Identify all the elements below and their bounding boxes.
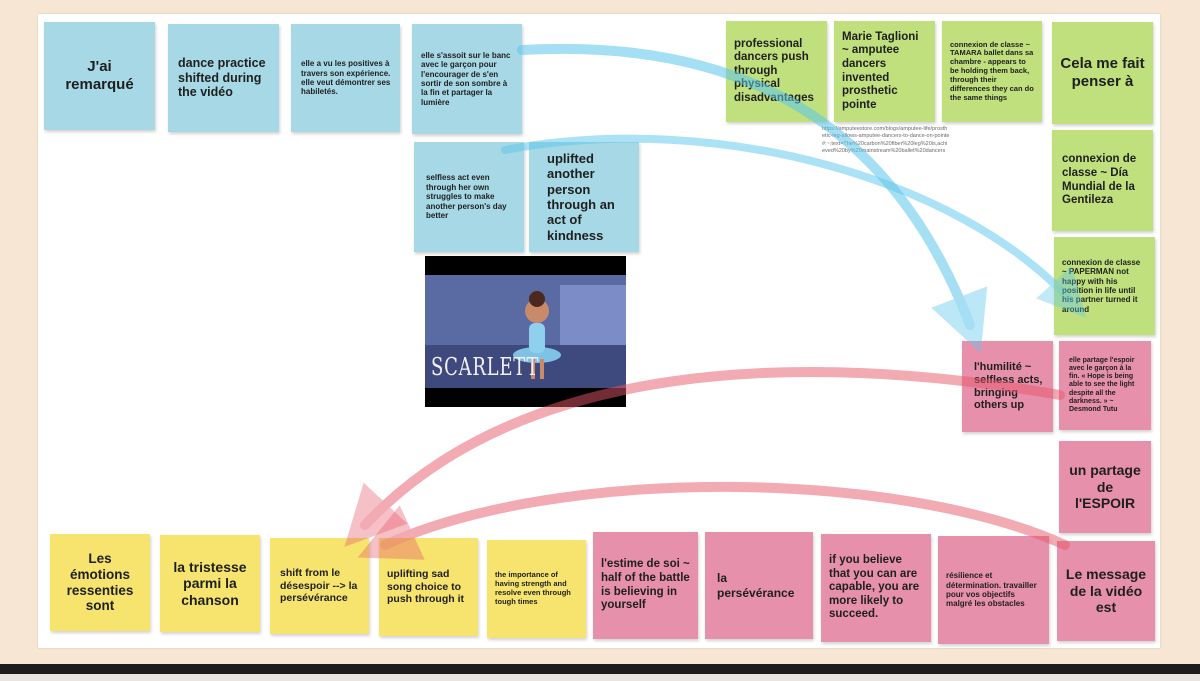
note-text: Le message de la vidéo est xyxy=(1065,566,1147,616)
note-connexion-dia[interactable]: connexion de classe ~ Día Mundial de la … xyxy=(1052,130,1153,231)
note-text: la persévérance xyxy=(717,571,805,599)
note-perseverance[interactable]: la persévérance xyxy=(705,532,813,639)
note-text: l'estime de soi ~ half of the battle is … xyxy=(601,558,690,612)
note-lhumilite[interactable]: l'humilité ~ selfless acts, bringing oth… xyxy=(962,341,1053,432)
note-text: uplifted another person through an act o… xyxy=(547,151,631,243)
note-un-partage[interactable]: un partage de l'ESPOIR xyxy=(1059,441,1151,533)
video-title: SCARLETT xyxy=(431,353,539,381)
note-text: shift from le désespoir --> la persévéra… xyxy=(280,567,361,604)
note-text: elle s'assoit sur le banc avec le garçon… xyxy=(421,51,514,108)
note-le-message[interactable]: Le message de la vidéo est xyxy=(1057,541,1155,641)
note-text: uplifting sad song choice to push throug… xyxy=(387,568,470,605)
note-text: elle a vu les positives à travers son ex… xyxy=(301,59,392,97)
note-text: elle partage l'espoir avec le garçon à l… xyxy=(1069,357,1143,415)
note-text: if you believe that you can are capable,… xyxy=(829,554,923,622)
bottom-strip xyxy=(0,674,1200,681)
note-text: Cela me fait penser à xyxy=(1060,55,1145,90)
note-les-emotions[interactable]: Les émotions ressenties sont xyxy=(50,534,150,631)
note-jai-remarque[interactable]: J'ai remarqué xyxy=(44,22,155,130)
note-importance[interactable]: the importance of having strength and re… xyxy=(487,540,586,638)
note-elle-partage[interactable]: elle partage l'espoir avec le garçon à l… xyxy=(1059,341,1151,430)
note-text: la tristesse parmi la chanson xyxy=(168,559,252,609)
note-la-tristesse[interactable]: la tristesse parmi la chanson xyxy=(160,535,260,632)
video-thumbnail[interactable]: SCARLETT xyxy=(425,256,626,407)
note-text: connexion de classe ~ Día Mundial de la … xyxy=(1062,153,1145,207)
note-text: professional dancers push through physic… xyxy=(734,38,819,106)
note-dance-practice[interactable]: dance practice shifted during the vidéo xyxy=(168,24,279,132)
note-text: dance practice shifted during the vidéo xyxy=(178,56,271,100)
note-shift-from[interactable]: shift from le désespoir --> la persévéra… xyxy=(270,538,369,634)
note-uplifted[interactable]: uplifted another person through an act o… xyxy=(529,142,639,252)
note-connexion-paperman[interactable]: connexion de classe ~ PAPERMAN not happy… xyxy=(1054,237,1155,335)
note-if-you-believe[interactable]: if you believe that you can are capable,… xyxy=(821,534,931,642)
note-elle-a-vu[interactable]: elle a vu les positives à travers son ex… xyxy=(291,24,400,132)
note-resilience[interactable]: résilience et détermination. travailler … xyxy=(938,536,1049,644)
note-elle-sassoit[interactable]: elle s'assoit sur le banc avec le garçon… xyxy=(412,24,522,134)
note-text: selfless act even through her own strugg… xyxy=(426,173,516,220)
note-cela-me-fait-penser[interactable]: Cela me fait penser à xyxy=(1052,22,1153,124)
note-text: the importance of having strength and re… xyxy=(495,571,578,606)
note-text: résilience et détermination. travailler … xyxy=(946,571,1041,609)
note-marie-taglioni[interactable]: Marie Taglioni ~ amputee dancers invente… xyxy=(834,21,935,122)
note-text: J'ai remarqué xyxy=(52,58,147,93)
note-professional-dancers[interactable]: professional dancers push through physic… xyxy=(726,21,827,122)
note-text: un partage de l'ESPOIR xyxy=(1067,462,1143,512)
note-estime[interactable]: l'estime de soi ~ half of the battle is … xyxy=(593,532,698,639)
note-selfless-act[interactable]: selfless act even through her own strugg… xyxy=(414,142,524,252)
source-url-text[interactable]: https://amputeestore.com/blogs/amputee-l… xyxy=(822,126,950,156)
note-text: Marie Taglioni ~ amputee dancers invente… xyxy=(842,31,927,112)
video-frame: SCARLETT xyxy=(425,275,626,388)
note-text: Les émotions ressenties sont xyxy=(58,551,142,615)
note-connexion-tamara[interactable]: connexion de classe ~ TAMARA ballet dans… xyxy=(942,21,1042,122)
bottom-toolbar xyxy=(0,664,1200,681)
note-text: connexion de classe ~ TAMARA ballet dans… xyxy=(950,41,1034,103)
note-uplifting-sad[interactable]: uplifting sad song choice to push throug… xyxy=(379,538,478,636)
note-text: l'humilité ~ selfless acts, bringing oth… xyxy=(974,361,1045,413)
note-text: connexion de classe ~ PAPERMAN not happy… xyxy=(1062,258,1147,315)
